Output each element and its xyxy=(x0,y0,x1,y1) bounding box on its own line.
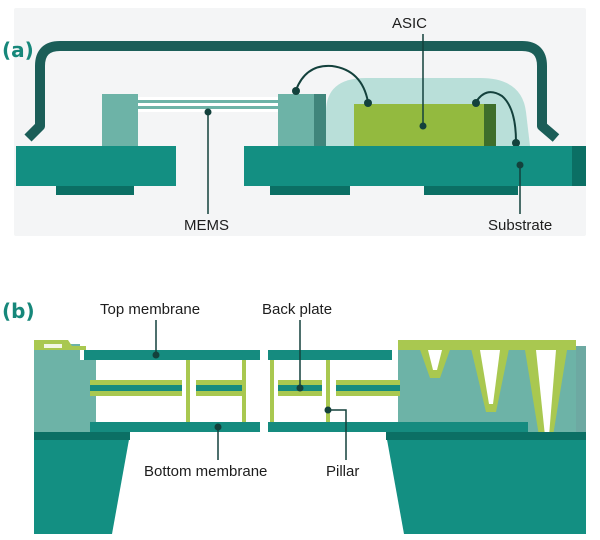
mems-membrane-line-2 xyxy=(138,103,278,106)
trench-3-core xyxy=(536,350,556,436)
back-plate-4-core xyxy=(336,385,400,391)
panel-b: (b) xyxy=(2,299,586,534)
substrate-left xyxy=(16,146,176,186)
top-membrane-left xyxy=(84,350,260,360)
package-lid xyxy=(24,41,560,142)
asic-chip-side xyxy=(484,104,496,146)
substrate-label: Substrate xyxy=(488,217,552,234)
bottom-membrane-dot-icon xyxy=(214,423,222,431)
top-membrane-right xyxy=(268,350,392,360)
pillar-4 xyxy=(326,360,330,422)
trench-2-core xyxy=(480,350,500,404)
top-membrane-label: Top membrane xyxy=(100,301,200,318)
bottom-membrane-label: Bottom membrane xyxy=(144,463,267,480)
panel-a: (a) ASIC MEMS xyxy=(2,8,586,236)
pillar-2 xyxy=(242,360,246,422)
top-membrane-dot-icon xyxy=(152,351,160,359)
panel-b-letter: (b) xyxy=(2,299,35,323)
solder-pad-3 xyxy=(424,186,518,195)
back-plate-1-core xyxy=(90,385,182,391)
asic-dot-icon xyxy=(419,122,427,130)
base-right-top xyxy=(386,432,586,440)
mems-die-left xyxy=(102,94,138,146)
base-left-top xyxy=(34,432,130,440)
pillar-leader xyxy=(328,409,347,460)
back-plate-2-core xyxy=(196,385,242,391)
asic-label: ASIC xyxy=(392,15,427,32)
solder-pad-2 xyxy=(270,186,350,195)
mems-membrane-slab-2 xyxy=(138,106,278,109)
left-support-block xyxy=(34,344,96,434)
right-support-edge xyxy=(576,346,586,434)
trench-1-core xyxy=(428,350,442,370)
substrate-dot-icon xyxy=(516,161,524,169)
base-left xyxy=(34,434,130,534)
left-support-inner xyxy=(44,344,62,348)
back-plate-dot-icon xyxy=(296,384,304,392)
asic-chip xyxy=(354,104,484,146)
pillar-1 xyxy=(186,360,190,422)
pillar-label: Pillar xyxy=(326,463,359,480)
substrate-right-edge xyxy=(572,146,586,186)
bottom-membrane-right xyxy=(268,422,528,432)
mems-membrane-line-1 xyxy=(138,97,278,100)
bond-pad-2 xyxy=(364,99,372,107)
mems-label: MEMS xyxy=(184,217,229,234)
mems-dot-icon xyxy=(204,108,212,116)
mems-membrane-slab xyxy=(138,100,278,103)
bond-pad-3 xyxy=(472,99,480,107)
substrate-right xyxy=(244,146,586,186)
back-plate-label: Back plate xyxy=(262,301,332,318)
solder-pad-1 xyxy=(56,186,134,195)
bond-wire-asic-substrate xyxy=(475,91,517,143)
base-right xyxy=(386,434,586,534)
bottom-membrane-left xyxy=(90,422,260,432)
mems-die-right-shade xyxy=(314,94,326,146)
pillar-dot-icon xyxy=(324,406,332,414)
bond-pad-1 xyxy=(292,87,300,95)
pillar-3 xyxy=(270,360,274,422)
bond-pad-4 xyxy=(512,139,520,147)
bond-wire-mems-asic xyxy=(295,64,369,103)
panel-a-letter: (a) xyxy=(2,38,34,62)
